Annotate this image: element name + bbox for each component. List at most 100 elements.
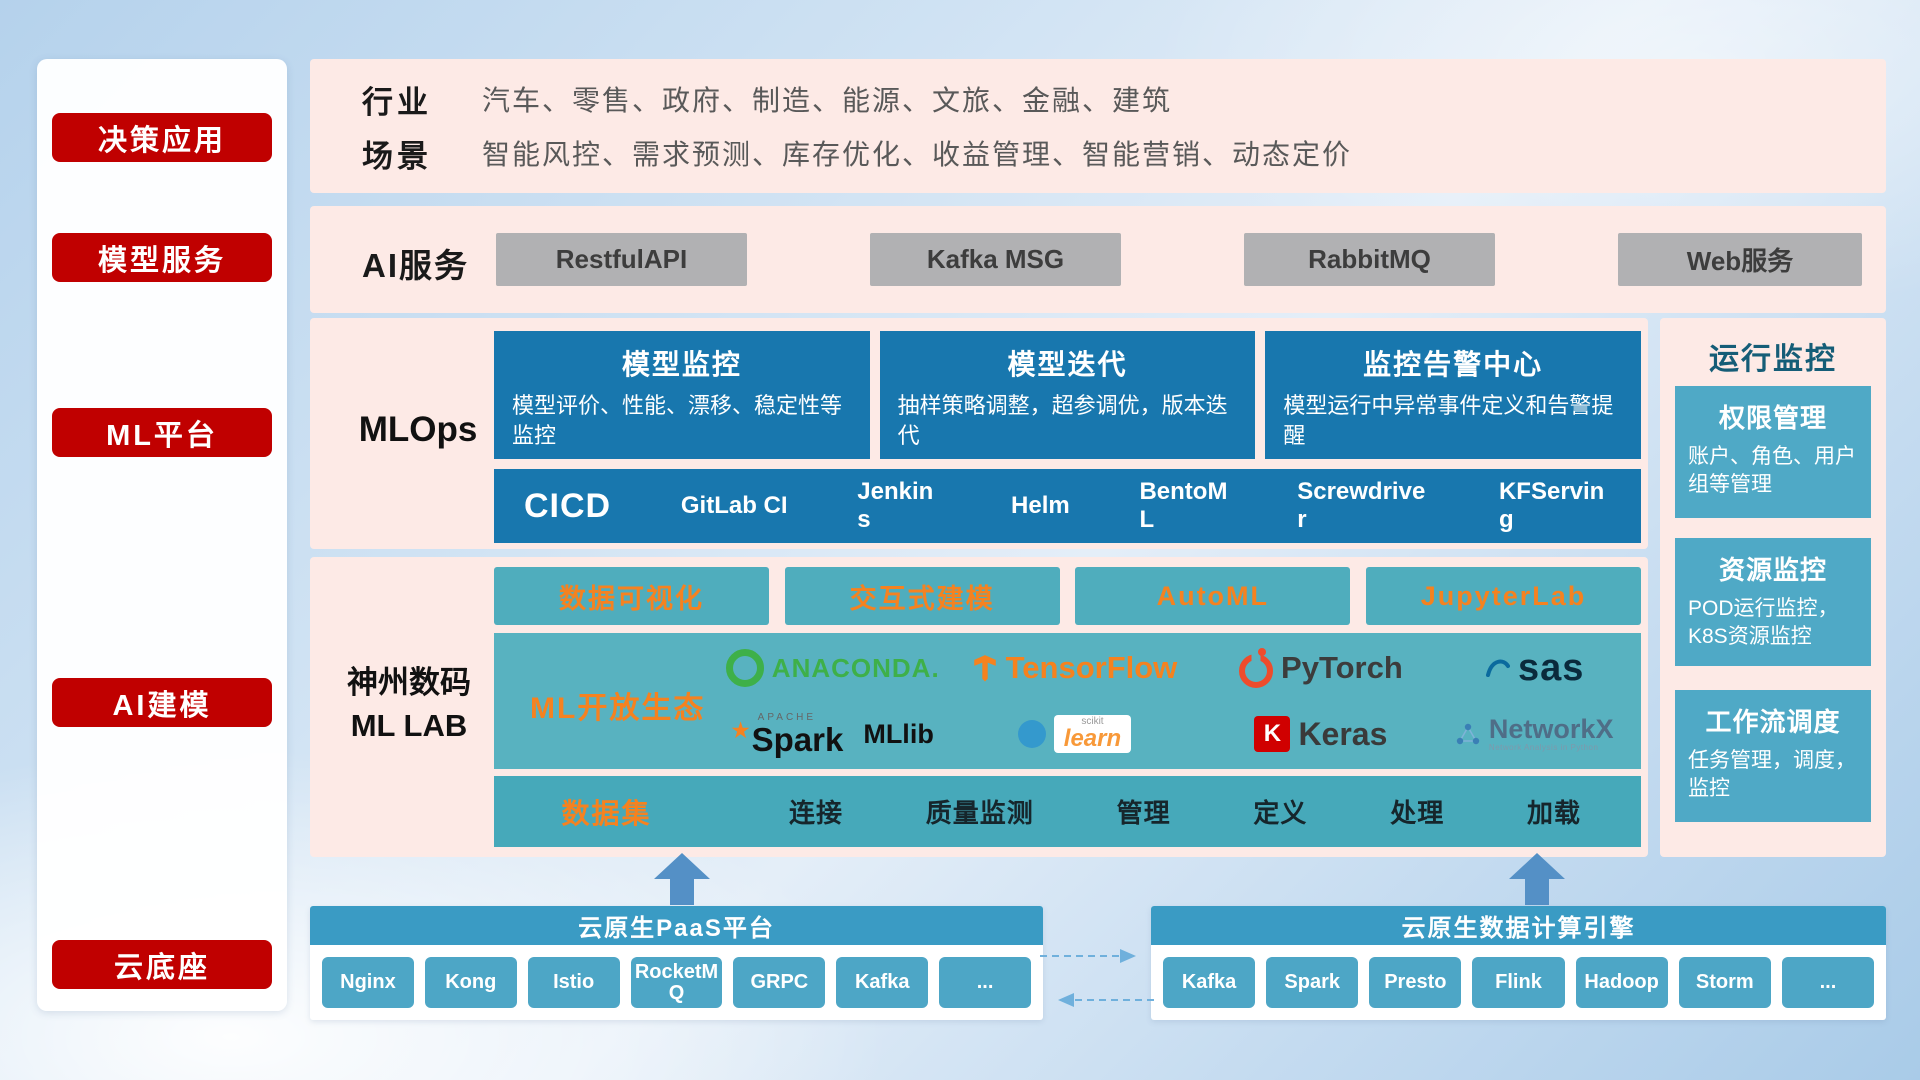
service-kafka-msg: Kafka MSG [870, 233, 1121, 286]
left-sidebar: 决策应用 模型服务 ML平台 AI建模 云底座 [37, 59, 287, 1011]
paas-nginx: Nginx [322, 957, 414, 1008]
sidebar-item-ai-modeling: AI建模 [52, 678, 272, 727]
dataset-load: 加载 [1526, 798, 1581, 828]
permission-mgmt-card: 权限管理 账户、角色、用户组等管理 [1675, 386, 1871, 518]
paas-platform-title: 云原生PaaS平台 [310, 906, 1043, 945]
sidebar-item-ml-platform: ML平台 [52, 408, 272, 457]
ml-lab-label-line1: 神州数码 [347, 665, 471, 700]
mlops-cards: 模型监控 模型评价、性能、漂移、稳定性等监控 模型迭代 抽样策略调整，超参调优，… [494, 331, 1642, 459]
mlops-panel: MLOps 模型监控 模型评价、性能、漂移、稳定性等监控 模型迭代 抽样策略调整… [310, 318, 1648, 549]
networkx-icon [1456, 723, 1480, 745]
cicd-bentoml: BentoML [1139, 478, 1228, 533]
dataset-manage: 管理 [1116, 798, 1171, 828]
scene-row: 场景 智能风控、需求预测、库存优化、收益管理、智能营销、动态定价 [362, 131, 1856, 175]
application-panel: 行业 汽车、零售、政府、制造、能源、文旅、金融、建筑 场景 智能风控、需求预测、… [310, 59, 1886, 193]
tool-automl: AutoML [1075, 567, 1351, 625]
scikit-learn-text: learn [1063, 725, 1122, 752]
ai-service-label: AI服务 [362, 247, 469, 284]
keras-icon: K [1254, 716, 1291, 752]
paas-grpc: GRPC [733, 957, 826, 1008]
model-monitoring-card: 模型监控 模型评价、性能、漂移、稳定性等监控 [494, 331, 870, 459]
engine-hadoop: Hadoop [1575, 957, 1668, 1008]
paas-more: ... [939, 957, 1032, 1008]
networkx-wordmark: NetworkX [1488, 713, 1614, 744]
keras-logo: K Keras [1254, 716, 1387, 753]
sas-swoosh-icon [1485, 659, 1510, 677]
spark-mllib-logo: APACHE ★ Spark MLlib [731, 711, 934, 758]
runtime-monitoring-title: 运行监控 [1709, 343, 1837, 376]
anaconda-wordmark: ANACONDA. [771, 652, 940, 683]
cicd-gitlab-ci: GitLab CI [680, 492, 788, 520]
spark-star-icon: ★ [731, 719, 750, 742]
ml-ecosystem-label: ML开放生态 [530, 692, 706, 725]
sas-logo: sas [1484, 647, 1584, 690]
tensorflow-wordmark: TensorFlow [1005, 650, 1178, 685]
networkx-logo: NetworkX Network Analysis in Python [1455, 713, 1614, 753]
dataset-quality: 质量监测 [925, 798, 1034, 828]
pytorch-wordmark: PyTorch [1281, 650, 1403, 685]
anaconda-icon [725, 649, 764, 687]
card-desc: 账户、角色、用户组等管理 [1688, 445, 1856, 497]
card-desc: 模型评价、性能、漂移、稳定性等监控 [512, 393, 843, 448]
paas-platform-items: Nginx Kong Istio RocketMQ GRPC Kafka ... [310, 945, 1043, 1020]
ml-lab-label-line2: ML LAB [350, 708, 468, 744]
dashed-link-arrows [1040, 949, 1154, 1007]
engine-kafka: Kafka [1163, 957, 1256, 1008]
resource-monitoring-card: 资源监控 POD运行监控，K8S资源监控 [1675, 538, 1871, 666]
up-arrow-left [654, 853, 710, 905]
scikit-circle-icon [1017, 720, 1046, 748]
data-engine-title: 云原生数据计算引擎 [1151, 906, 1886, 945]
engine-flink: Flink [1472, 957, 1565, 1008]
tool-interactive-modeling: 交互式建模 [784, 567, 1060, 625]
card-desc: 任务管理，调度，监控 [1688, 749, 1856, 801]
tool-jupyterlab: JupyterLab [1365, 567, 1641, 625]
cicd-helm: Helm [1011, 492, 1070, 520]
data-engine-block: 云原生数据计算引擎 Kafka Spark Presto Flink Hadoo… [1151, 906, 1886, 1020]
apache-text: APACHE [757, 711, 817, 723]
card-title: 工作流调度 [1705, 707, 1841, 737]
industry-label: 行业 [362, 84, 432, 120]
mlops-label: MLOps [358, 410, 478, 449]
tensorflow-logo: TensorFlow [972, 650, 1178, 686]
paas-istio: Istio [527, 957, 620, 1008]
pytorch-logo: PyTorch [1239, 648, 1403, 688]
service-rabbitmq: RabbitMQ [1244, 233, 1495, 286]
ml-lab-label: 神州数码 ML LAB [324, 661, 494, 748]
ecosystem-logos: ANACONDA. TensorFlow PyTorch sas [719, 635, 1629, 767]
ml-lab-tools: 数据可视化 交互式建模 AutoML JupyterLab [494, 567, 1641, 625]
dataset-connect: 连接 [789, 798, 844, 828]
sas-wordmark: sas [1517, 646, 1585, 689]
card-title: 资源监控 [1718, 555, 1827, 585]
cicd-screwdriver: Screwdriver [1297, 478, 1426, 533]
paas-kong: Kong [424, 957, 517, 1008]
card-title: 监控告警中心 [1363, 349, 1544, 380]
spark-text: Spark [751, 720, 844, 758]
scikit-wordmark: scikit learn [1053, 715, 1132, 753]
ai-service-panel: AI服务 RestfulAPI Kafka MSG RabbitMQ Web服务 [310, 206, 1886, 313]
cicd-bar: CICD GitLab CI Jenkins Helm BentoML Scre… [494, 469, 1641, 543]
tensorflow-icon [973, 655, 996, 682]
engine-presto: Presto [1369, 957, 1462, 1008]
sidebar-item-decision-app: 决策应用 [52, 113, 272, 162]
tool-data-visualization: 数据可视化 [494, 567, 769, 625]
industry-row: 行业 汽车、零售、政府、制造、能源、文旅、金融、建筑 [362, 77, 1856, 121]
mllib-wordmark: MLlib [863, 718, 934, 749]
up-arrow-right [1509, 853, 1565, 905]
cicd-label: CICD [524, 486, 612, 525]
industry-text: 汽车、零售、政府、制造、能源、文旅、金融、建筑 [482, 85, 1173, 116]
dataset-define: 定义 [1253, 798, 1308, 828]
scene-text: 智能风控、需求预测、库存优化、收益管理、智能营销、动态定价 [482, 139, 1353, 170]
paas-kafka: Kafka [836, 957, 929, 1008]
dataset-label: 数据集 [561, 797, 652, 829]
workflow-scheduling-card: 工作流调度 任务管理，调度，监控 [1675, 690, 1871, 822]
card-desc: POD运行监控，K8S资源监控 [1688, 597, 1839, 649]
spark-wordmark: APACHE ★ Spark [731, 711, 844, 758]
paas-platform-block: 云原生PaaS平台 Nginx Kong Istio RocketMQ GRPC… [310, 906, 1043, 1020]
model-iteration-card: 模型迭代 抽样策略调整，超参调优，版本迭代 [879, 331, 1256, 459]
alert-center-card: 监控告警中心 模型运行中异常事件定义和告警提醒 [1265, 331, 1642, 459]
card-desc: 抽样策略调整，超参调优，版本迭代 [897, 393, 1228, 448]
scene-label: 场景 [362, 138, 432, 174]
card-title: 模型迭代 [1007, 349, 1128, 380]
ml-lab-panel: 神州数码 ML LAB 数据可视化 交互式建模 AutoML JupyterLa… [310, 557, 1648, 857]
runtime-monitoring-panel: 运行监控 权限管理 账户、角色、用户组等管理 资源监控 POD运行监控，K8S资… [1660, 318, 1886, 857]
